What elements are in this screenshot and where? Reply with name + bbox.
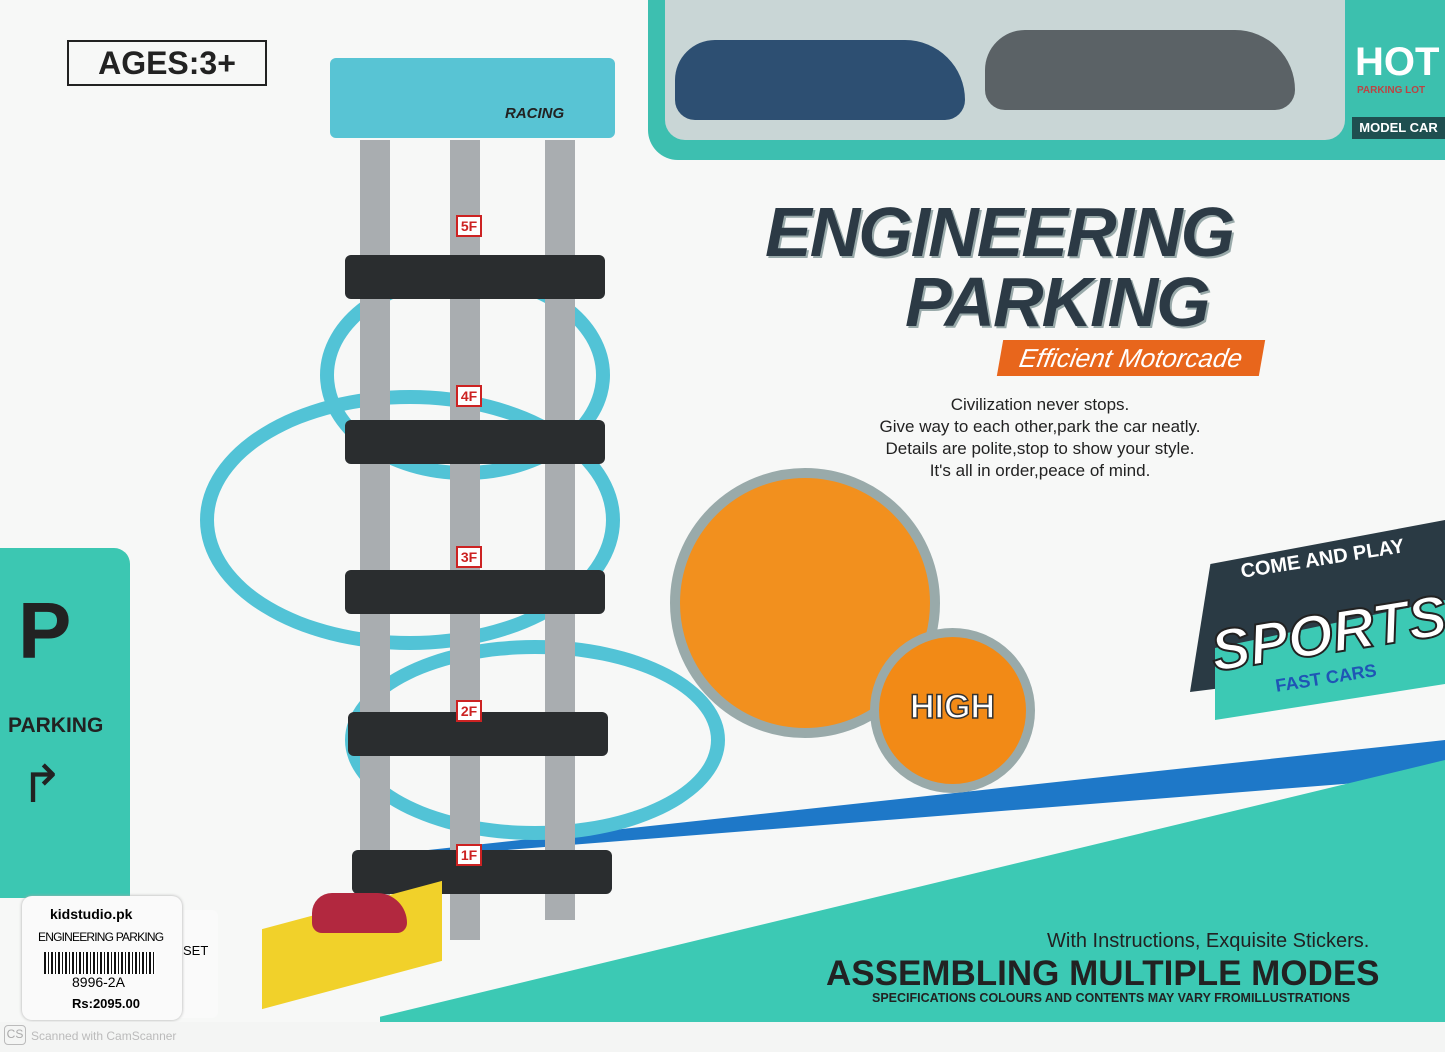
title-line-2: PARKING	[905, 263, 1211, 341]
floor-label: 3F	[456, 546, 482, 568]
poem-line: Give way to each other,park the car neat…	[879, 417, 1201, 436]
title-line-1: ENGINEERING	[765, 193, 1235, 271]
poem-line: It's all in order,peace of mind.	[929, 461, 1151, 480]
poem: Civilization never stops. Give way to ea…	[830, 394, 1250, 482]
disclaimer: SPECIFICATIONS COLOURS AND CONTENTS MAY …	[872, 991, 1351, 1005]
set-text: SET	[183, 943, 209, 958]
barcode	[44, 952, 156, 974]
floor-label: 4F	[456, 385, 482, 407]
turn-right-arrow-icon: ↱	[20, 756, 64, 814]
model-car-text: MODEL CAR	[1352, 117, 1445, 139]
racing-sign: RACING	[505, 105, 565, 122]
sticker-product: ENGINEERING PARKING	[38, 930, 164, 944]
closeup-circle	[670, 468, 940, 738]
red-toy-car	[312, 893, 407, 933]
hot-badge	[1348, 0, 1445, 140]
floor-3	[345, 570, 605, 614]
watermark-text: Scanned with CamScanner	[31, 1029, 177, 1043]
floor-4	[345, 420, 605, 464]
age-badge: AGES:3+	[67, 40, 267, 86]
parking-label: PARKING	[8, 714, 104, 737]
sticker-site: kidstudio.pk	[50, 906, 133, 922]
camscanner-icon: CS	[4, 1025, 26, 1045]
parking-lot-text: PARKING LOT	[1357, 85, 1426, 96]
poem-line: Civilization never stops.	[950, 395, 1130, 414]
floor-label: 2F	[456, 700, 482, 722]
blue-model-car	[675, 40, 965, 120]
instructions-text: With Instructions, Exquisite Stickers.	[1047, 930, 1370, 952]
poem-line: Details are polite,stop to show your sty…	[885, 439, 1195, 458]
scan-footer	[0, 1022, 1445, 1052]
high-playability-circle	[870, 628, 1035, 793]
floor-5	[345, 255, 605, 299]
subtitle: Efficient Motorcade	[996, 340, 1266, 376]
parking-p-icon: P	[18, 586, 72, 675]
floor-1	[352, 850, 612, 894]
tower-roof	[330, 58, 615, 138]
sticker-code: 8996-2A	[72, 974, 125, 990]
gray-model-car	[985, 30, 1295, 110]
floor-label: 1F	[456, 844, 482, 866]
headline: ASSEMBLING MULTIPLE MODES	[826, 954, 1380, 993]
high-playability-text: HIGH	[909, 687, 996, 727]
parking-panel	[0, 548, 130, 898]
floor-label: 5F	[456, 215, 482, 237]
sticker-price: Rs:2095.00	[72, 996, 140, 1011]
hot-text: HOT	[1355, 40, 1440, 84]
